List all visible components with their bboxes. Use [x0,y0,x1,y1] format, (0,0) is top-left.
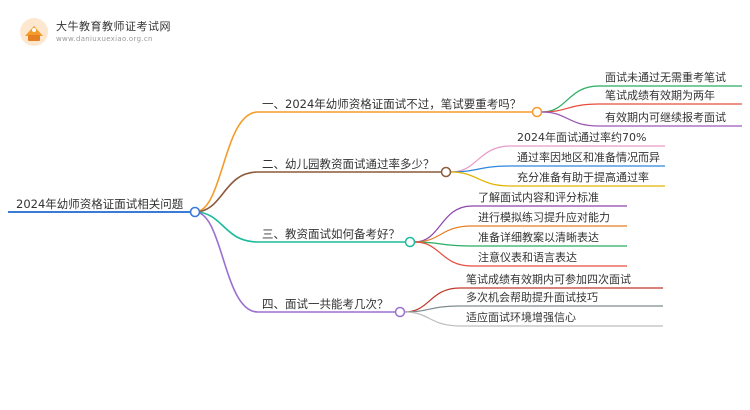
leaf-label-2-2: 通过率因地区和准备情况而异 [517,151,660,164]
brand-logo: 大牛教育教师证考试网 www.daniuxuexiao.org.cn [18,16,171,50]
brand-logo-icon [20,18,48,46]
leaf-connector-1-1 [541,85,600,113]
leaf-connector-4-2 [404,305,461,313]
branch-node-3 [404,236,416,248]
leaf-label-1-2: 笔试成绩有效期为两年 [605,89,715,102]
root-node [189,206,201,218]
leaf-label-2-1: 2024年面试通过率约70% [517,131,647,144]
branch-connector-2 [194,171,259,213]
leaf-connector-3-4 [414,241,473,267]
leaf-connector-3-2 [414,225,473,243]
branch-connector-3 [194,211,259,243]
leaf-connector-3-1 [414,205,473,243]
leaf-connector-4-3 [404,311,461,327]
brand-url: www.daniuxuexiao.org.cn [56,35,153,43]
leaf-label-1-3: 有效期内可继续报考面试 [605,111,726,124]
leaf-connector-2-2 [450,165,512,173]
branch-node-2 [440,166,452,178]
leaf-label-4-2: 多次机会帮助提升面试技巧 [466,291,598,304]
branch-connector-1 [194,111,259,213]
branch-connector-4 [194,211,259,313]
branch-node-1 [531,106,543,118]
branch-label-2: 二、幼儿园教资面试通过率多少？ [262,157,435,171]
leaf-connector-1-3 [541,111,600,127]
leaf-label-3-1: 了解面试内容和评分标准 [478,191,599,204]
brand-name: 大牛教育教师证考试网 [56,20,171,33]
leaf-label-1-1: 面试未通过无需重考笔试 [605,71,726,84]
leaf-label-2-3: 充分准备有助于提高通过率 [517,171,649,184]
leaf-label-3-2: 进行模拟练习提升应对能力 [478,211,610,224]
leaf-label-4-1: 笔试成绩有效期内可参加四次面试 [466,273,631,286]
leaf-label-3-4: 注意仪表和语言表达 [478,251,577,264]
branch-label-4: 四、面试一共能考几次？ [262,297,389,311]
root-node-label: 2024年幼师资格证面试相关问题 [16,197,184,211]
leaf-label-4-3: 适应面试环境增强信心 [466,311,576,324]
branch-label-1: 一、2024年幼师资格证面试不过，笔试要重考吗？ [262,97,522,111]
leaf-connector-2-3 [450,171,512,187]
branch-label-3: 三、教资面试如何备考好？ [262,227,400,241]
branch-node-4 [394,306,406,318]
leaf-label-3-3: 准备详细教案以清晰表达 [478,231,599,244]
